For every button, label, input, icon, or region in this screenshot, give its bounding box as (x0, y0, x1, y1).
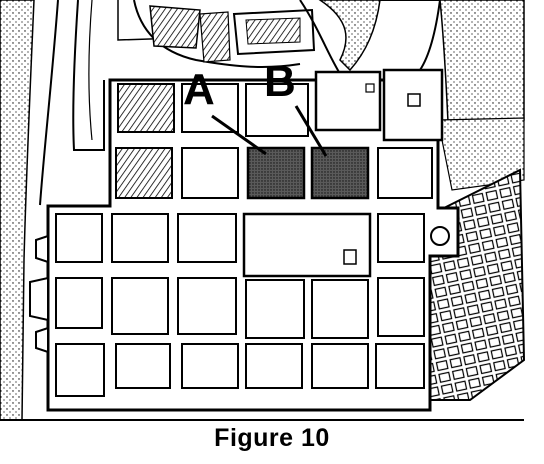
fuse-row-5 (55, 343, 425, 397)
figure-caption: Figure 10 (214, 424, 330, 452)
fuse-row-1 (117, 83, 309, 137)
fuse-row-4 (55, 277, 425, 339)
callout-a: A (183, 65, 267, 156)
fuse-a (246, 146, 306, 200)
callout-b-label: B (264, 57, 296, 106)
callout-a-label: A (183, 65, 215, 114)
callout-b: B (264, 57, 328, 157)
fuse-row-3 (55, 212, 425, 278)
fuse-row-2 (115, 146, 433, 200)
engine-bay-background (0, 0, 526, 421)
fuse-b (310, 146, 370, 200)
